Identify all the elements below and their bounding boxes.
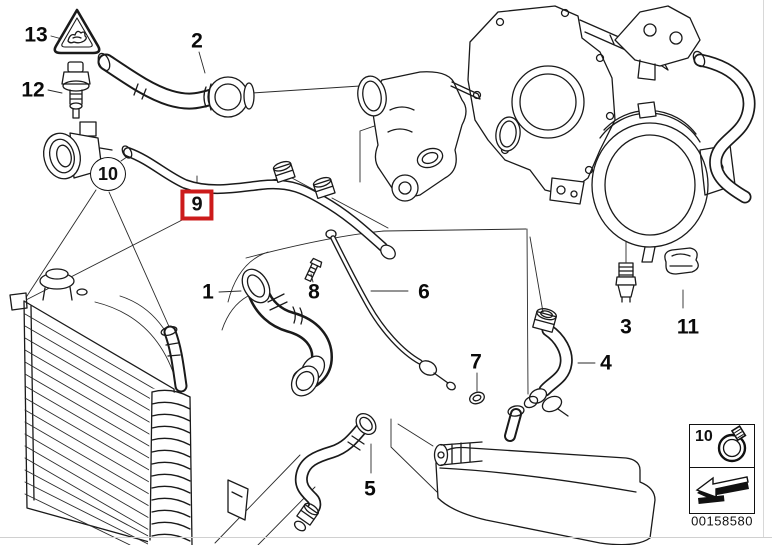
callout-6[interactable]: 6 [418,280,430,304]
callout-5[interactable]: 5 [364,477,376,501]
callout-1[interactable]: 1 [202,280,214,304]
hose-1-drawing [241,268,334,397]
callout-2[interactable]: 2 [191,29,203,53]
hose-4-drawing [523,308,573,409]
callout-11[interactable]: 11 [676,315,700,339]
hose-2-drawing [97,52,255,118]
radiator-drawing [9,268,249,545]
callout-13[interactable]: 13 [24,23,48,47]
clamp-bracket-11-drawing [664,247,699,275]
vent-screw-3-drawing [615,262,637,303]
hose-clamp-icon [717,425,747,463]
right-border-line [763,0,764,537]
callout-7[interactable]: 7 [470,350,482,374]
temperature-sensor-drawing [61,61,91,119]
intake-boot-drawing [591,5,736,263]
direction-arrow-icon [695,476,749,504]
callout-10-circle[interactable]: 10 [90,157,126,191]
legend-box[interactable]: 10 [689,424,755,514]
legend-number: 10 [695,428,713,445]
bolt-8-drawing [304,257,323,282]
diagram-part-number: 00158580 [691,513,753,529]
pump-housing-outline [221,251,269,331]
bottom-border-line [0,537,772,538]
callout-9-highlighted[interactable]: 9 [180,189,214,221]
upper-right-hose-drawing [692,50,756,204]
hose-9-drawing [121,145,396,260]
water-pump-drawing [357,71,521,202]
callout-12[interactable]: 12 [21,78,45,102]
pipe-6-drawing [325,229,456,391]
legend-clamp-cell: 10 [690,425,754,468]
callout-8[interactable]: 8 [308,280,320,304]
oil-cooler-drawing [433,395,656,545]
legend-arrow-cell [690,469,754,511]
hose-5-drawing [293,412,377,532]
callout-3[interactable]: 3 [620,315,632,339]
callout-4[interactable]: 4 [600,351,612,375]
warning-triangle-icon [53,8,101,55]
o-ring-7-drawing [469,391,485,405]
